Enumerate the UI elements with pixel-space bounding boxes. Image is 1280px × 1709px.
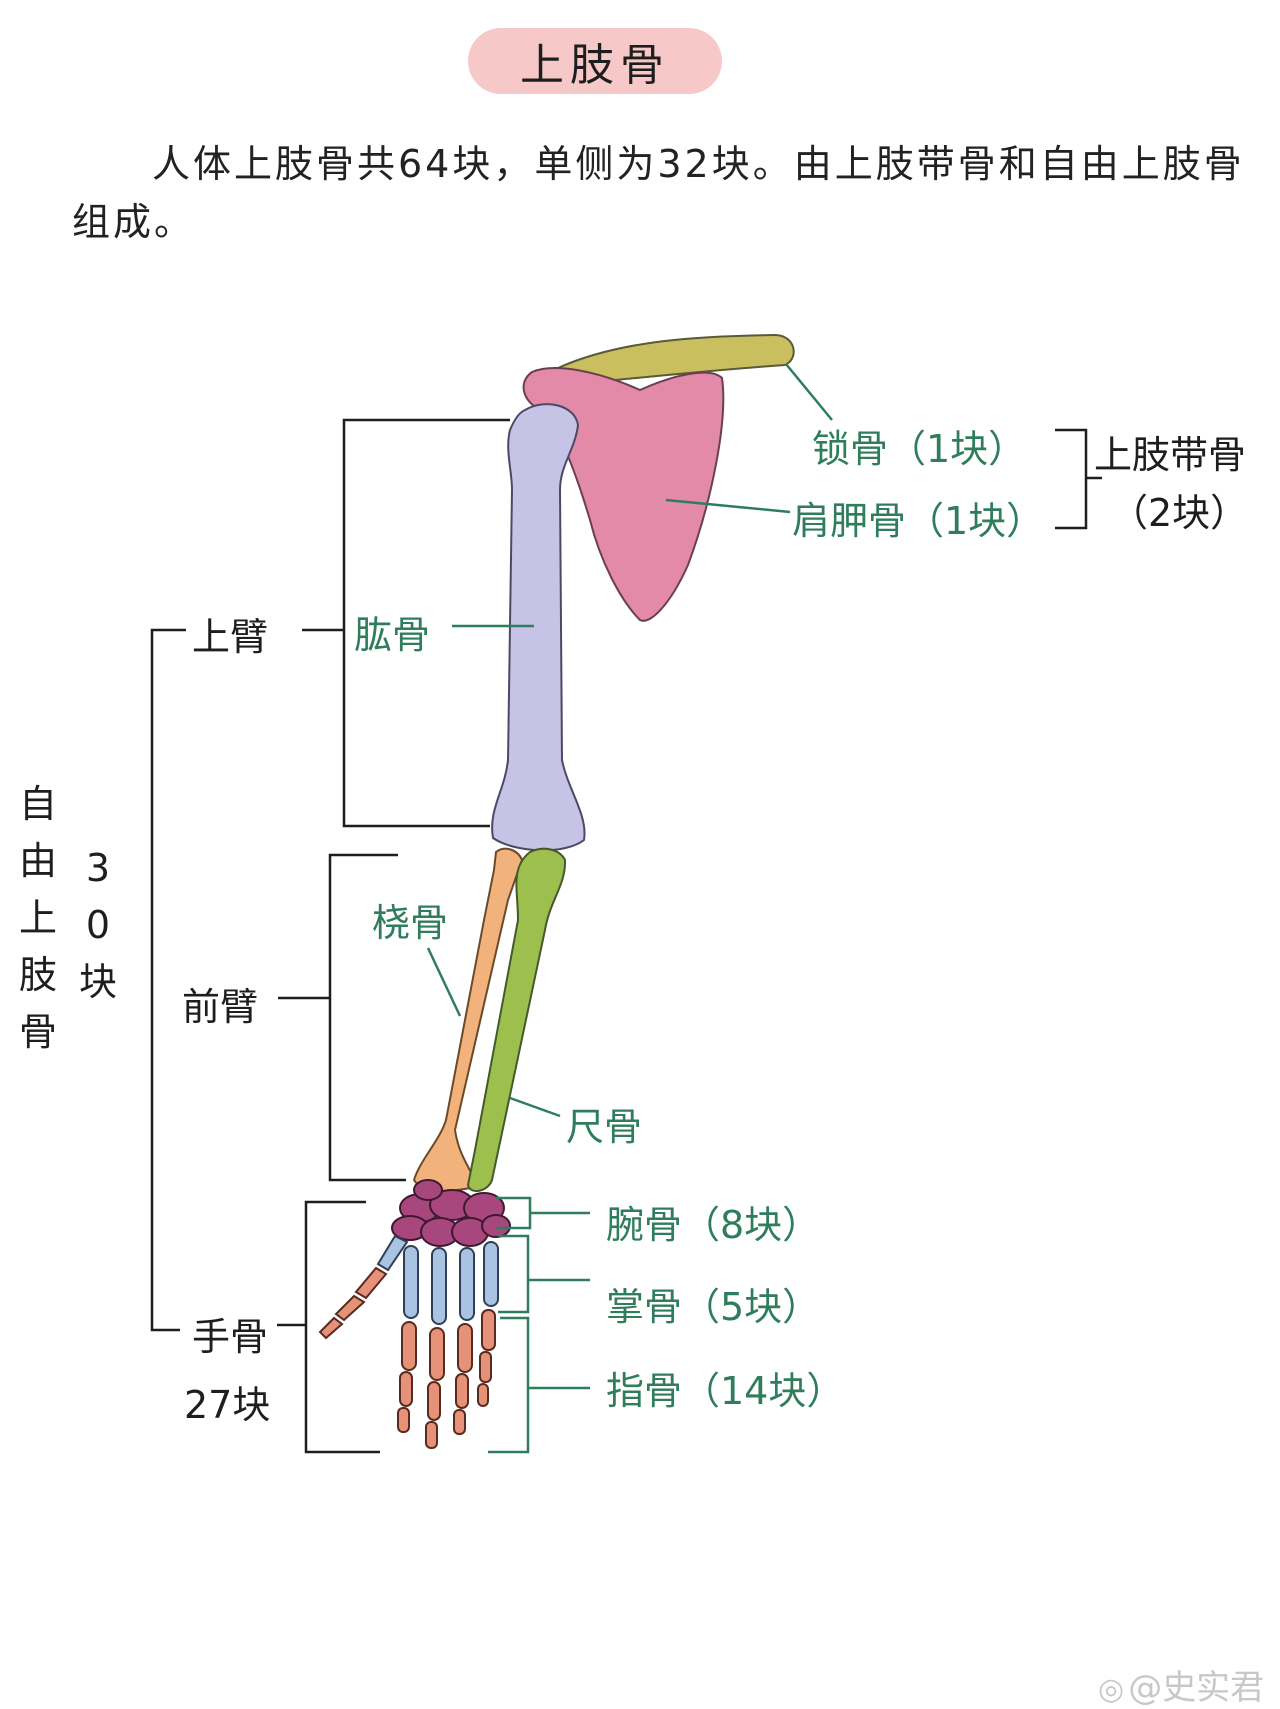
metacarpal-bone xyxy=(459,1247,475,1321)
phalanx-bone xyxy=(401,1321,417,1371)
phalanx-bone xyxy=(318,1316,344,1340)
phalanx-bone xyxy=(427,1381,441,1421)
metacarpal-bone xyxy=(376,1234,409,1272)
intro-paragraph: 人体上肢骨共64块，单侧为32块。由上肢带骨和自由上肢骨组成。 xyxy=(72,142,1245,244)
phalanx-bone xyxy=(354,1266,388,1300)
phalanx-bone xyxy=(457,1323,473,1373)
weibo-icon: ◎ xyxy=(1098,1672,1125,1707)
label-scapula: 肩胛骨（1块） xyxy=(792,499,1045,543)
label-carpals: 腕骨（8块） xyxy=(606,1203,821,1247)
metacarpal-bone xyxy=(483,1241,499,1307)
label-girdle-name: 上肢带骨 xyxy=(1094,433,1247,477)
carpal-bone xyxy=(413,1179,443,1201)
label-radius: 桡骨 xyxy=(372,901,449,945)
label-girdle-count: （2块） xyxy=(1110,491,1249,535)
phalanx-bone xyxy=(399,1371,413,1407)
label-forearm: 前臂 xyxy=(182,985,259,1029)
label-hand: 手骨 xyxy=(192,1315,269,1359)
label-upper-arm: 上臂 xyxy=(192,615,269,659)
ulna-bone xyxy=(466,847,567,1192)
leader-lines xyxy=(426,363,833,1454)
title-badge: 上肢骨 xyxy=(468,28,722,94)
phalanx-bone xyxy=(429,1327,445,1381)
phalanx-bone xyxy=(481,1309,496,1351)
watermark: ◎@史实君 xyxy=(1098,1660,1264,1709)
phalanx-bones xyxy=(318,1266,496,1449)
phalanx-bone xyxy=(397,1407,410,1433)
carpal-bone xyxy=(481,1214,511,1238)
metacarpal-bones xyxy=(376,1234,499,1325)
metacarpal-bone xyxy=(431,1247,447,1325)
label-free-limb-count: 3 0 块 xyxy=(78,846,117,1004)
label-free-limb: 自 由 上 肢 骨 xyxy=(18,782,57,1054)
phalanx-bone xyxy=(477,1383,489,1407)
watermark-text: @史实君 xyxy=(1128,1668,1265,1708)
phalanx-bone xyxy=(425,1421,438,1449)
phalanx-bone xyxy=(334,1294,366,1322)
phalanx-bone xyxy=(453,1409,466,1435)
label-phalanges: 指骨（14块） xyxy=(606,1369,845,1413)
label-ulna: 尺骨 xyxy=(566,1105,643,1149)
phalanx-bone xyxy=(479,1351,492,1383)
label-metacarpals: 掌骨（5块） xyxy=(606,1285,821,1329)
metacarpal-bone xyxy=(403,1245,419,1319)
carpal-bones xyxy=(391,1179,511,1247)
bracket-lines xyxy=(150,418,1102,1454)
phalanx-bone xyxy=(455,1373,469,1409)
label-humerus: 肱骨 xyxy=(354,613,431,657)
page-title: 上肢骨 xyxy=(520,40,670,91)
label-clavicle: 锁骨（1块） xyxy=(812,427,1027,471)
label-hand-count: 27块 xyxy=(184,1383,271,1427)
